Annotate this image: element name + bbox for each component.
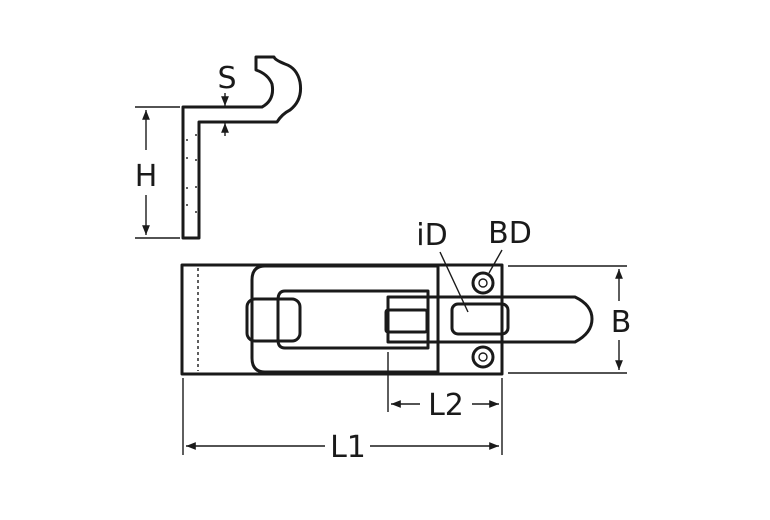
tongue-slot <box>384 308 429 334</box>
dimension-l1: L1 <box>182 378 499 465</box>
dimension-s: S <box>217 61 237 136</box>
side-dashes <box>186 134 197 213</box>
dimension-l2: L2 <box>387 352 503 455</box>
hinge-knuckle <box>245 297 302 343</box>
side-view: H S <box>135 55 302 240</box>
bolt-holes <box>471 271 495 369</box>
label-s: S <box>217 61 236 96</box>
top-view: iD BD B L2 L1 <box>180 216 632 465</box>
label-l1: L1 <box>330 430 366 465</box>
label-id: iD <box>416 218 447 253</box>
leader-id <box>439 251 469 313</box>
side-profile <box>181 55 302 240</box>
label-h: H <box>135 159 158 194</box>
leader-bd <box>488 249 503 274</box>
label-b: B <box>611 305 632 340</box>
hasp-tongue <box>386 295 594 344</box>
staple-eye-id <box>450 302 510 336</box>
staple-loop <box>250 264 440 374</box>
bolt-hole-bottom <box>471 345 495 369</box>
label-bd: BD <box>488 216 532 251</box>
bolt-hole-top <box>471 271 495 295</box>
dimension-b: B <box>508 265 632 374</box>
label-l2: L2 <box>428 388 464 423</box>
dimension-h: H <box>135 106 180 239</box>
